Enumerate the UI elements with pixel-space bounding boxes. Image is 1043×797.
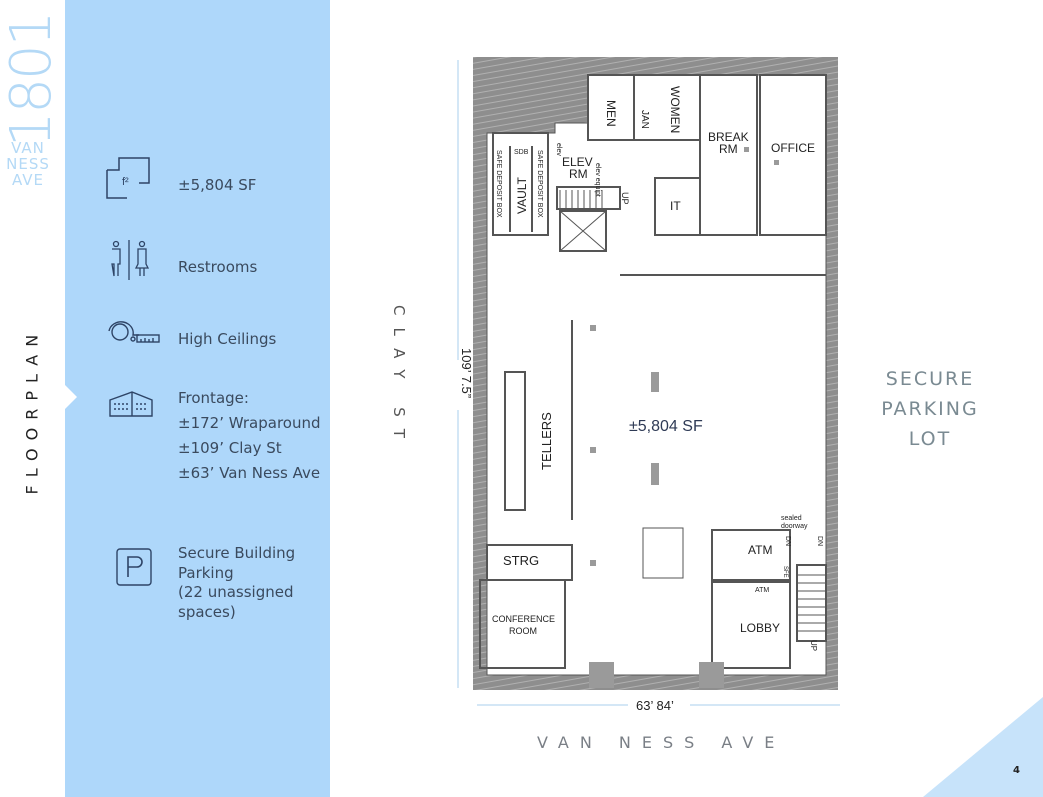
feature-restrooms: Restrooms — [178, 255, 257, 280]
stair-up-2: UP — [809, 640, 818, 651]
room-elev: ELEV — [562, 155, 593, 169]
room-elev-2: RM — [569, 167, 588, 181]
room-break: BREAK — [708, 130, 749, 144]
feature-text: High Ceilings — [178, 330, 277, 348]
parking-lot-label: SECURE PARKING LOT — [868, 364, 992, 454]
room-elev-small: elev — [555, 143, 562, 156]
building-frontage-icon — [109, 391, 153, 417]
stair-up: UP — [620, 192, 630, 205]
parking-icon — [116, 548, 152, 586]
stair-dn: DN — [784, 536, 791, 546]
lot-line: SECURE — [885, 368, 975, 390]
room-sdb: SDB — [514, 149, 529, 156]
room-atm: ATM — [748, 543, 772, 557]
feature-text: Frontage: — [178, 389, 249, 407]
room-tellers: TELLERS — [539, 412, 554, 470]
room-vault: VAULT — [515, 176, 529, 214]
restroom-icon — [111, 240, 150, 280]
corner-accent — [923, 697, 1043, 797]
feature-area: ±5,804 SF — [178, 173, 256, 198]
room-it: IT — [670, 199, 681, 213]
columns — [589, 147, 779, 688]
atm-machine: ATM — [755, 587, 769, 594]
room-office: OFFICE — [771, 141, 815, 155]
feature-text: Restrooms — [178, 258, 258, 276]
feature-text: ±63’ Van Ness Ave — [178, 464, 321, 482]
room-safe-deposit: SAFE DEPOSIT BOX — [495, 150, 502, 218]
stair-dn-2: DN — [816, 536, 823, 546]
room-safe-deposit-2: SAFE DEPOSIT BOX — [536, 150, 543, 218]
square-feet-icon: f² — [106, 157, 150, 199]
height-dimension: 109’ 7.5” — [459, 348, 474, 398]
feature-text: Secure Building — [178, 544, 296, 562]
page-number: 4 — [1013, 765, 1020, 776]
features-panel — [65, 0, 330, 797]
room-strg: STRG — [503, 553, 539, 568]
brand-street-line: VAN — [11, 139, 45, 157]
brand-street: VAN NESS AVE — [6, 140, 50, 188]
room-walls — [479, 74, 827, 669]
sfe-label: SFE — [782, 566, 788, 578]
feature-text: ±5,804 SF — [178, 176, 257, 194]
lot-line: PARKING — [881, 398, 979, 420]
clay-st-label: CLAY ST — [390, 305, 408, 450]
room-break-2: RM — [719, 142, 738, 156]
room-conference-2: ROOM — [509, 626, 537, 636]
van-ness-label: VAN NESS AVE — [537, 733, 786, 752]
brand-street-line: AVE — [11, 171, 45, 189]
tape-measure-icon — [108, 321, 160, 343]
room-lobby: LOBBY — [740, 621, 780, 635]
feature-frontage: Frontage: ±172’ Wraparound ±109’ Clay St… — [178, 386, 321, 486]
feature-parking: Secure Building Parking (22 unassigned s… — [178, 544, 295, 622]
panel-notch — [65, 385, 77, 409]
room-labels: MEN WOMEN JAN BREAK RM OFFICE ELEV RM el… — [492, 86, 823, 651]
room-men: MEN — [604, 100, 618, 127]
feature-text: spaces) — [178, 602, 236, 621]
room-conference: CONFERENCE — [492, 614, 555, 624]
room-jan: JAN — [639, 110, 650, 129]
feature-text: (22 unassigned — [178, 583, 294, 601]
room-elev-equipt: elev equipt — [594, 163, 601, 197]
sealed-doorway: sealed — [781, 515, 802, 522]
feature-text: ±109’ Clay St — [178, 439, 282, 457]
feature-text: ±172’ Wraparound — [178, 414, 321, 432]
brand-street-line: NESS — [6, 155, 50, 173]
width-dimension: 63’ 84’ — [636, 698, 674, 713]
feature-text: Parking — [178, 563, 234, 582]
svg-text:f²: f² — [122, 176, 129, 188]
lot-line: LOT — [908, 428, 952, 450]
total-area: ±5,804 SF — [629, 418, 703, 435]
room-women: WOMEN — [668, 86, 682, 133]
sealed-doorway-2: doorway — [781, 523, 808, 530]
brand-block: 1801 VAN NESS AVE FLOORPLAN — [0, 0, 65, 797]
feature-ceilings: High Ceilings — [178, 327, 276, 352]
dimension-lines — [457, 60, 840, 706]
